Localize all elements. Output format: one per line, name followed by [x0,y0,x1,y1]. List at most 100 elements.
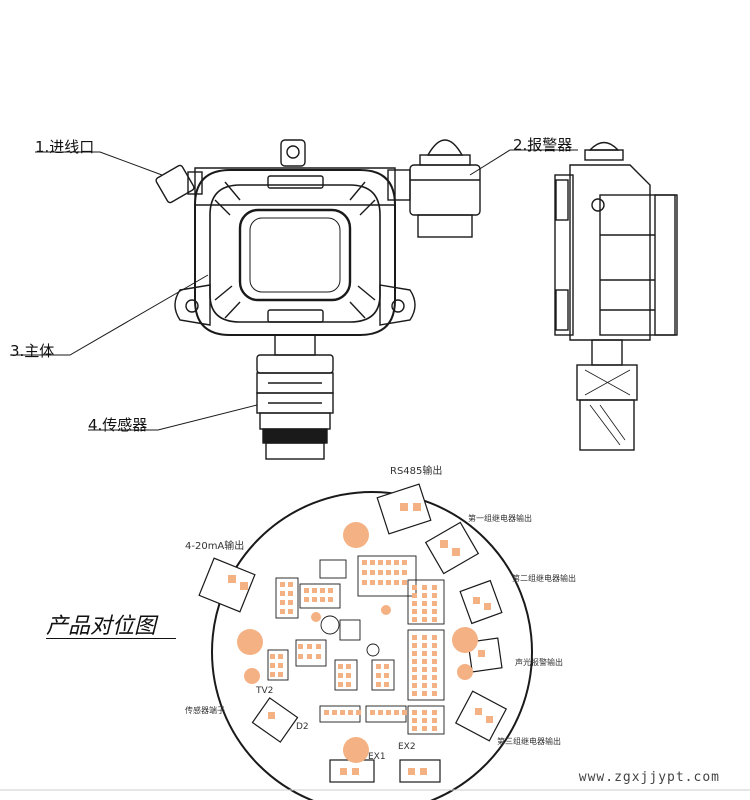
solder-pad [346,673,351,678]
label-body: 3.主体 [10,342,55,360]
label-alarm: 2.报警器 [513,136,573,154]
solder-pad [384,682,389,687]
solder-pad [280,609,285,614]
solder-pad [422,609,427,614]
solder-pad [394,710,399,715]
solder-pad [422,726,427,731]
solder-pad [304,597,309,602]
solder-pad [348,710,353,715]
solder-pad [432,675,437,680]
pad-grid [270,560,437,731]
solder-pad [362,560,367,565]
solder-pad [376,682,381,687]
solder-pad [280,582,285,587]
solder-pad [412,683,417,688]
solder-pad [412,667,417,672]
solder-pad [370,580,375,585]
solder-pad [386,570,391,575]
solder-pad [412,643,417,648]
solder-pad [332,710,337,715]
solder-pad [412,601,417,606]
solder-pad [402,560,407,565]
solder-pad [298,644,303,649]
solder-pad [312,597,317,602]
solder-pad [432,593,437,598]
solder-pad [384,664,389,669]
label-rs485: RS485输出 [390,466,443,477]
solder-pad [386,710,391,715]
solder-pad [320,597,325,602]
solder-pad [376,673,381,678]
solder-pad [386,580,391,585]
solder-pad [384,673,389,678]
solder-pad [422,651,427,656]
solder-pad [394,570,399,575]
solder-pad [422,683,427,688]
solder-pad [394,580,399,585]
solder-pad [432,659,437,664]
solder-pad [338,682,343,687]
solder-pad [362,570,367,575]
solder-pad [432,667,437,672]
leader-lines [10,149,578,431]
solder-pad [307,644,312,649]
solder-pad [412,635,417,640]
label-sound-light: 声光报警输出 [515,658,563,667]
label-sensor-port: 传感器端子 [185,706,225,715]
solder-pad [432,710,437,715]
solder-pad [346,664,351,669]
solder-pad [432,643,437,648]
side-view [554,141,678,451]
solder-pad [278,654,283,659]
solder-pad [316,654,321,659]
solder-pad [338,673,343,678]
solder-pad [422,659,427,664]
solder-pad [422,617,427,622]
label-relay2: 第二组继电器输出 [512,574,576,583]
solder-pad [402,570,407,575]
label-ex2: EX2 [398,742,416,752]
solder-pad [422,593,427,598]
solder-pad [270,672,275,677]
solder-pad [280,600,285,605]
solder-pad [412,691,417,696]
alarm-lamp-front [409,139,481,238]
solder-pad [280,591,285,596]
solder-pad [307,654,312,659]
solder-pad [328,588,333,593]
label-d2: D2 [296,722,309,732]
solder-pad [370,570,375,575]
solder-pad [412,710,417,715]
label-relay1: 第一组继电器输出 [468,514,532,523]
solder-pad [432,635,437,640]
solder-pad [378,560,383,565]
solder-pad [422,635,427,640]
solder-pad [288,591,293,596]
solder-pad [378,580,383,585]
solder-pad [412,718,417,723]
solder-pad [432,683,437,688]
solder-pad [270,654,275,659]
solder-pad [422,667,427,672]
solder-pad [402,710,407,715]
solder-pad [288,600,293,605]
solder-pad [412,726,417,731]
solder-pad [316,644,321,649]
solder-pad [432,651,437,656]
solder-pad [412,675,417,680]
solder-pad [356,710,361,715]
solder-pad [432,601,437,606]
label-inlet: 1.进线口 [35,138,95,156]
solder-pad [378,570,383,575]
solder-pad [370,710,375,715]
solder-pad [288,582,293,587]
solder-pad [288,609,293,614]
solder-pad [386,560,391,565]
solder-pad [432,691,437,696]
solder-pad [278,663,283,668]
solder-pad [328,597,333,602]
front-view [155,139,416,460]
solder-pad [378,710,383,715]
label-current-out: 4-20mA输出 [185,541,245,552]
solder-pad [376,664,381,669]
